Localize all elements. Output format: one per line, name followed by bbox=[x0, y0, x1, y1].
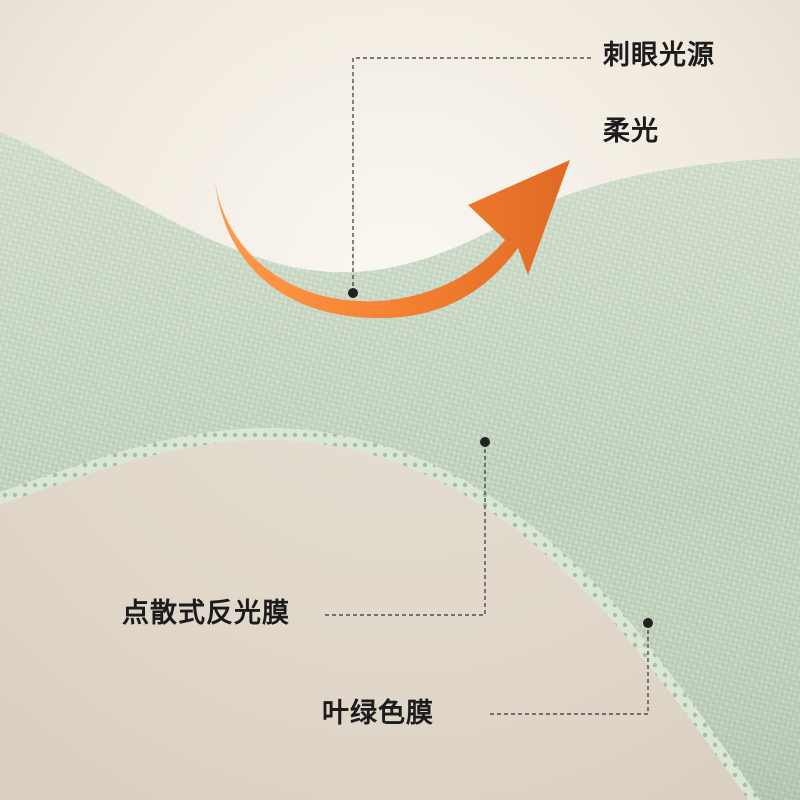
marker-dot-arrow bbox=[348, 288, 358, 298]
leader-line-harsh-light bbox=[352, 57, 592, 293]
film-shadow bbox=[0, 440, 800, 800]
leader-line-green-film bbox=[488, 623, 649, 715]
label-dot-diffuse-reflective-film: 点散式反光膜 bbox=[122, 598, 290, 629]
light-redirect-arrow bbox=[215, 160, 570, 319]
label-leaf-green-film: 叶绿色膜 bbox=[322, 698, 434, 729]
marker-dot-film-surface bbox=[480, 437, 490, 447]
film-edge-cross-section bbox=[0, 428, 760, 800]
label-harsh-light-source: 刺眼光源 bbox=[603, 40, 715, 71]
leader-line-diffuse-film bbox=[322, 442, 486, 616]
marker-dot-film-edge bbox=[643, 618, 653, 628]
label-soft-light: 柔光 bbox=[603, 116, 659, 147]
film-shading bbox=[0, 132, 800, 800]
